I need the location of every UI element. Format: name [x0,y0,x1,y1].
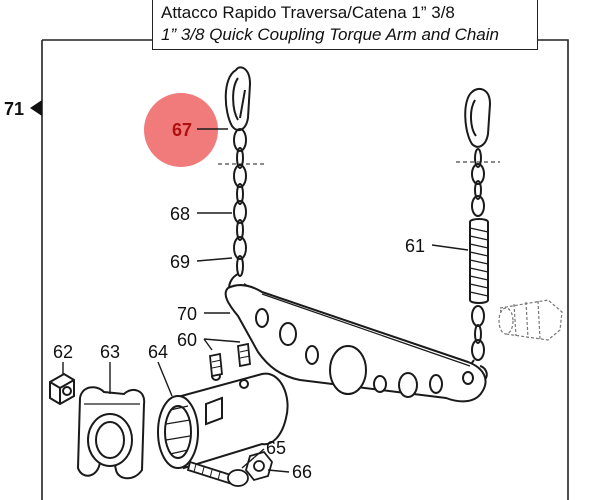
callout-64: 64 [148,342,168,362]
coupling-sleeve [157,371,289,470]
callout-62: 62 [53,342,73,362]
callout-71: 71 [4,99,24,119]
bolt [186,460,249,487]
callout-66: 66 [292,462,312,482]
square-nut [49,372,75,406]
title-italian: Attacco Rapido Traversa/Catena 1” 3/8 [161,3,455,22]
title-box: Attacco Rapido Traversa/Catena 1” 3/8 1”… [152,0,538,50]
callout-69: 69 [170,252,190,272]
right-chain [464,87,492,384]
assembly-pointer-71 [30,100,42,116]
callout-70: 70 [177,304,197,324]
callout-68: 68 [170,204,190,224]
assembly-frame [41,39,569,500]
leader-lines [62,128,469,473]
title-english: 1” 3/8 Quick Coupling Torque Arm and Cha… [161,25,499,44]
callout-60: 60 [177,330,197,350]
highlight-circle [144,93,218,167]
splined-shaft [498,299,563,341]
callout-65: 65 [266,438,286,458]
callout-61: 61 [405,236,425,256]
set-screws [209,342,251,378]
torque-arm [224,284,487,403]
clamp-bracket [76,386,146,480]
callout-63: 63 [100,342,120,362]
callout-67: 67 [172,120,192,140]
left-chain [224,66,252,302]
